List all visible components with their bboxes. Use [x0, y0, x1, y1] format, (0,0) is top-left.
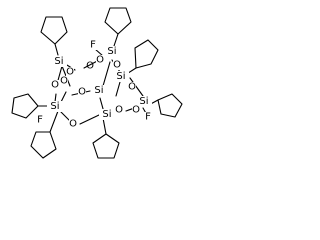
atom-o: O — [51, 80, 59, 91]
bond — [49, 110, 59, 133]
atom-o: O — [128, 82, 136, 93]
atom-label: O — [69, 119, 77, 130]
molecule-drawing: Si Si Si Si Si Si — [11, 7, 183, 159]
bond — [79, 114, 100, 125]
cyclopentyl-ring — [40, 16, 68, 45]
atom-o: O — [132, 105, 140, 116]
atom-si: Si — [136, 96, 152, 107]
atom-label: O — [78, 87, 86, 98]
cyclopentyl-ring — [104, 7, 132, 35]
atom-label: Si — [139, 96, 148, 107]
atom-label: F — [37, 115, 43, 126]
atom-o: O — [115, 105, 123, 116]
cyclopentyl-ring — [92, 133, 120, 159]
cyclopentyl-ring — [30, 131, 57, 159]
atom-label: O — [113, 60, 121, 71]
bond — [94, 48, 104, 57]
atom-label: F — [90, 40, 96, 51]
atom-si: Si — [113, 71, 129, 82]
atom-label: Si — [102, 109, 111, 120]
atom-si: Si — [104, 46, 120, 57]
atom-label: O — [132, 105, 140, 116]
atom-label: O — [66, 67, 74, 78]
atom-label: Si — [50, 101, 59, 112]
bond — [102, 117, 107, 135]
cyclopentyl-ring — [11, 93, 39, 119]
atom-label: O — [60, 76, 68, 87]
atom-o: O — [113, 60, 121, 71]
bond — [129, 77, 144, 97]
cyclopentyl-ring — [157, 93, 183, 118]
atom-label: O — [51, 80, 59, 91]
bond — [54, 93, 57, 103]
atom-label: O — [128, 82, 136, 93]
atom-label: Si — [116, 71, 125, 82]
atom-si: Si — [51, 56, 67, 67]
atom-o: O — [66, 67, 74, 78]
bond — [102, 61, 111, 87]
atom-labels: Si Si Si Si Si Si — [36, 40, 152, 130]
atom-label: Si — [54, 56, 63, 67]
atom-f: F — [89, 40, 97, 51]
bond — [54, 43, 59, 56]
atom-label: O — [115, 105, 123, 116]
atom-o: O — [60, 76, 68, 87]
bond — [115, 81, 121, 97]
atom-o: O — [96, 55, 104, 66]
atom-f: F — [144, 112, 152, 123]
atom-label: O — [96, 55, 104, 66]
atom-o: O — [86, 61, 94, 72]
atom-si: Si — [47, 101, 63, 112]
atom-si: Si — [91, 85, 107, 96]
atom-label: F — [145, 112, 151, 123]
structure-diagram: Si Si Si Si Si Si — [0, 0, 184, 167]
atom-si: Si — [99, 109, 115, 120]
atom-f: F — [36, 115, 44, 126]
atom-o: O — [78, 87, 86, 98]
cyclopentyl-rings — [11, 7, 183, 159]
atom-o: O — [69, 119, 77, 130]
atom-label: O — [86, 61, 94, 72]
cyclopentyl-ring — [134, 39, 159, 69]
atom-label: Si — [94, 85, 103, 96]
atom-label: Si — [107, 46, 116, 57]
